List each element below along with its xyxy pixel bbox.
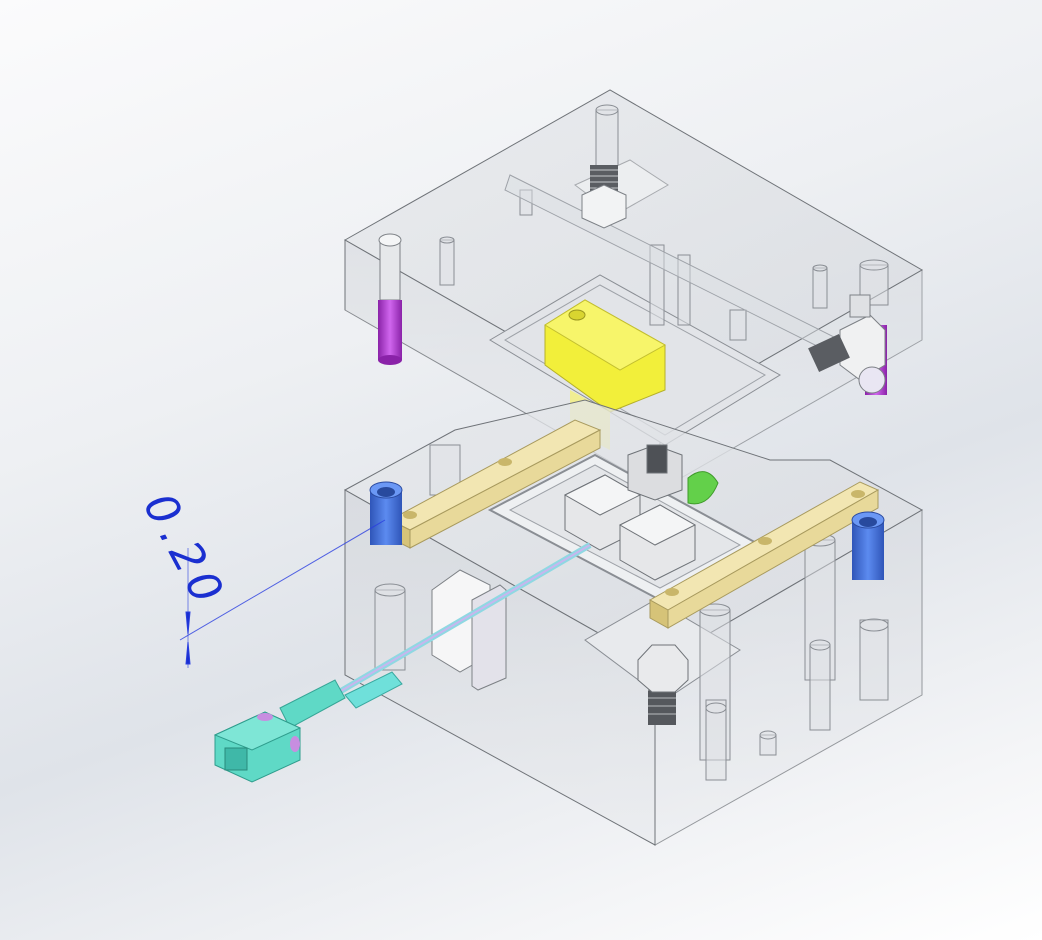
elbow-fitting-right[interactable] bbox=[808, 294, 887, 395]
slide-core-blocks[interactable] bbox=[563, 444, 719, 581]
cable-connector[interactable] bbox=[213, 542, 592, 783]
guide-bar-right[interactable] bbox=[648, 481, 880, 629]
hex-bolt[interactable] bbox=[637, 644, 689, 725]
guide-bushing-left[interactable] bbox=[369, 481, 403, 545]
socket-head-screw[interactable] bbox=[378, 233, 402, 365]
guide-bushing-right[interactable] bbox=[851, 511, 885, 580]
water-fitting-top[interactable] bbox=[574, 159, 669, 229]
dimension-annotation[interactable] bbox=[179, 519, 386, 668]
